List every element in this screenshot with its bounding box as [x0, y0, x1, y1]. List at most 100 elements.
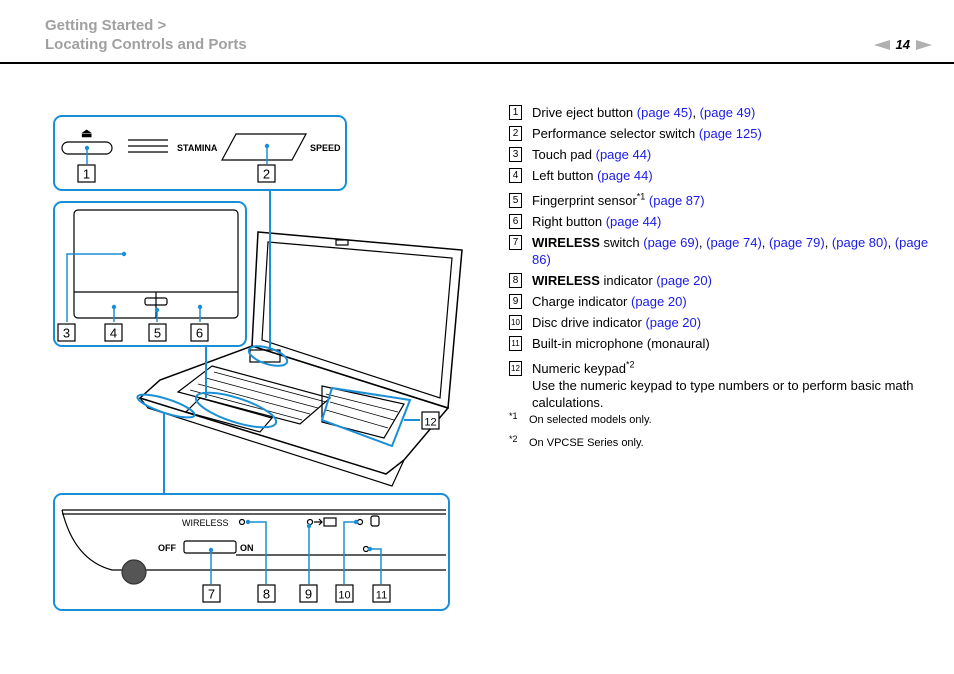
performance-area-highlight	[247, 345, 289, 367]
footnote: *1 On selected models only.	[509, 411, 652, 426]
footnote-ref: *1	[636, 191, 646, 202]
eject-performance-panel	[53, 115, 347, 191]
page-link[interactable]: (page 86)	[532, 235, 929, 267]
item-label: Built-in microphone (monaural)	[532, 336, 710, 351]
page-number: 14	[895, 37, 910, 52]
callout-3: 3	[63, 326, 70, 341]
stamina-label: STAMINA	[177, 143, 218, 153]
speed-label: SPEED	[310, 143, 341, 153]
callout-5: 5	[154, 326, 161, 341]
list-item: 1 Drive eject button (page 45), (page 49…	[509, 104, 929, 121]
page-link[interactable]: (page 69)	[643, 235, 699, 250]
item-description: Use the numeric keypad to type numbers o…	[532, 378, 914, 410]
footnote-mark: *1	[509, 411, 518, 421]
footnote-ref: *2	[625, 359, 635, 370]
previous-page-arrow-icon[interactable]	[873, 39, 890, 50]
page-link[interactable]: (page 49)	[699, 105, 756, 120]
item-number: 12	[509, 361, 522, 376]
page-link[interactable]: (page 87)	[648, 193, 705, 208]
breadcrumb: Getting Started > Locating Controls and …	[45, 16, 247, 54]
front-edge-panel	[53, 493, 450, 611]
item-label: switch	[599, 235, 644, 250]
performance-switch-shape	[220, 133, 308, 161]
callout-1: 1	[83, 167, 90, 182]
breadcrumb-section[interactable]: Getting Started >	[45, 17, 167, 34]
list-item: 6 Right button (page 44)	[509, 213, 929, 230]
callout-10: 10	[338, 590, 350, 602]
item-label: Charge indicator	[532, 294, 631, 309]
pager: 14	[873, 37, 932, 52]
callout-8: 8	[263, 587, 270, 602]
item-number: 2	[509, 126, 522, 141]
list-item: 8 WIRELESS indicator (page 20)	[509, 272, 929, 289]
list-item: 9 Charge indicator (page 20)	[509, 293, 929, 310]
callout-9: 9	[305, 587, 312, 602]
item-label: Drive eject button	[532, 105, 637, 120]
wireless-label: WIRELESS	[182, 518, 229, 528]
item-number: 6	[509, 214, 522, 229]
item-label-bold: WIRELESS	[532, 273, 600, 288]
fingerprint-sensor-shape	[144, 297, 168, 306]
page-link[interactable]: (page 125)	[698, 126, 762, 141]
item-number: 5	[509, 193, 522, 208]
footnote-text: On selected models only.	[529, 414, 652, 426]
footnote-mark: *2	[509, 434, 518, 444]
item-label: Left button	[532, 168, 598, 183]
numeric-keypad-highlight	[320, 386, 412, 448]
page-link[interactable]: (page 20)	[645, 315, 702, 330]
item-label: Touch pad	[532, 147, 596, 162]
page-link[interactable]: (page 80)	[831, 235, 888, 250]
callout-7: 7	[208, 587, 215, 602]
item-number: 9	[509, 294, 522, 309]
off-label: OFF	[158, 543, 176, 553]
list-item: 5 Fingerprint sensor*1 (page 87)	[509, 192, 929, 209]
page-link[interactable]: (page 44)	[605, 214, 662, 229]
list-item: 11 Built-in microphone (monaural)	[509, 335, 929, 352]
footnote-text: On VPCSE Series only.	[529, 437, 644, 449]
list-item: 4 Left button (page 44)	[509, 167, 929, 184]
item-number: 4	[509, 168, 522, 183]
eject-icon: ⏏	[81, 126, 93, 140]
laptop-base-outline	[138, 345, 450, 475]
component-list: 1 Drive eject button (page 45), (page 49…	[509, 104, 929, 415]
item-number: 10	[509, 315, 522, 330]
list-item: 7 WIRELESS switch (page 69), (page 74), …	[509, 234, 929, 268]
callout-6: 6	[196, 326, 203, 341]
breadcrumb-page[interactable]: Locating Controls and Ports	[45, 36, 247, 53]
wireless-switch-shape	[183, 540, 237, 554]
item-label: Performance selector switch	[532, 126, 699, 141]
item-number: 1	[509, 105, 522, 120]
callout-11: 11	[376, 590, 387, 602]
on-label: ON	[240, 543, 254, 553]
item-number: 3	[509, 147, 522, 162]
callout-12: 12	[424, 417, 436, 429]
item-label: Right button	[532, 214, 606, 229]
item-label: indicator	[599, 273, 657, 288]
header-divider	[0, 62, 954, 64]
laptop-screen-outline	[251, 231, 463, 409]
item-label: Disc drive indicator	[532, 315, 646, 330]
callout-2: 2	[263, 167, 270, 182]
item-number: 11	[509, 336, 522, 351]
link-separator: ,	[692, 105, 700, 120]
item-label-bold: WIRELESS	[532, 235, 600, 250]
list-item: 3 Touch pad (page 44)	[509, 146, 929, 163]
next-page-arrow-icon[interactable]	[916, 39, 932, 50]
page-link[interactable]: (page 74)	[706, 235, 762, 250]
list-item: 2 Performance selector switch (page 125)	[509, 125, 929, 142]
item-label: Fingerprint sensor	[532, 193, 637, 208]
page-link[interactable]: (page 44)	[595, 147, 652, 162]
item-label: Numeric keypad	[532, 361, 626, 376]
laptop-keyboard-area	[176, 365, 332, 425]
item-number: 7	[509, 235, 522, 250]
page-link[interactable]: (page 20)	[656, 273, 712, 288]
callout-4: 4	[110, 326, 117, 341]
page-link[interactable]: (page 44)	[597, 168, 653, 183]
page-link[interactable]: (page 45)	[636, 105, 693, 120]
item-number: 8	[509, 273, 522, 288]
touchpad-panel	[53, 201, 247, 347]
page-link[interactable]: (page 20)	[631, 294, 687, 309]
page-link[interactable]: (page 79)	[769, 235, 825, 250]
